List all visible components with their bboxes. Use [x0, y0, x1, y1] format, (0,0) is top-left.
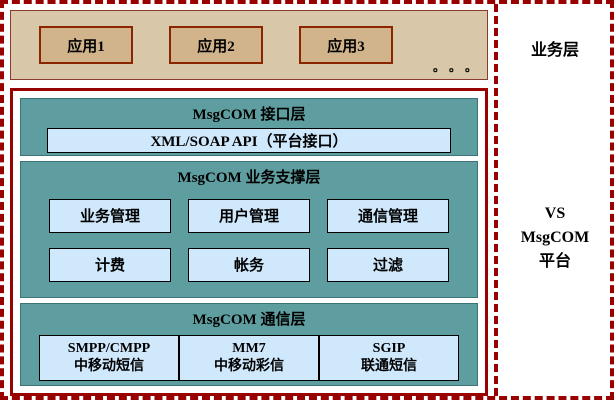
support-layer-section: MsgCOM 业务支撑层 业务管理 用户管理 通信管理 计费 帐务	[20, 160, 478, 298]
vs-label-line-2: MsgCOM	[520, 229, 590, 246]
comm-layer-section: MsgCOM 通信层 SMPP/CMPP 中移动短信 MM7 中移动彩信 SGI…	[20, 302, 478, 386]
support-box-billing: 计费	[49, 247, 171, 282]
comm-box-mm7: MM7 中移动彩信	[179, 334, 319, 381]
business-layer-label: 业务层	[530, 42, 579, 59]
app-box-1-label: 应用1	[67, 38, 105, 55]
interface-layer-title: MsgCOM 接口层	[192, 107, 306, 123]
comm-layer-title: MsgCOM 通信层	[192, 311, 306, 328]
application-layer: 应用1 应用2 应用3 。。。	[10, 10, 488, 80]
support-row-1: 业务管理 用户管理 通信管理	[21, 198, 477, 233]
app-box-1: 应用1	[39, 26, 133, 64]
vs-label-line-3: 平台	[538, 253, 571, 270]
support-layer-title: MsgCOM 业务支撑层	[177, 169, 321, 186]
support-box-label: 业务管理	[79, 209, 140, 226]
support-box-label: 帐务	[233, 258, 264, 275]
support-row-2: 计费 帐务 过滤	[21, 247, 477, 282]
app-box-3-label: 应用3	[327, 38, 365, 55]
comm-row: SMPP/CMPP 中移动短信 MM7 中移动彩信 SGIP 联通短信	[21, 334, 477, 381]
app-box-2: 应用2	[169, 26, 263, 64]
support-box-label: 用户管理	[218, 209, 279, 226]
comm-box-smpp-cmpp: SMPP/CMPP 中移动短信	[39, 334, 179, 381]
support-box-label: 通信管理	[357, 209, 418, 226]
comm-box-sgip: SGIP 联通短信	[319, 334, 459, 381]
support-box-user-mgmt: 用户管理	[188, 198, 310, 233]
app-box-3: 应用3	[299, 26, 393, 64]
comm-box-protocol: SMPP/CMPP	[67, 341, 151, 357]
support-box-label: 计费	[94, 258, 125, 275]
vs-msgcom-platform-label: VS MsgCOM 平台	[498, 202, 610, 274]
support-box-accounting: 帐务	[188, 247, 310, 282]
api-box: XML/SOAP API（平台接口）	[47, 128, 451, 153]
app-box-2-label: 应用2	[197, 38, 235, 55]
api-box-label: XML/SOAP API（平台接口）	[150, 134, 348, 150]
ellipsis-dots: 。。。	[433, 60, 488, 74]
support-box-filtering: 过滤	[327, 247, 449, 282]
support-box-label: 过滤	[372, 258, 403, 275]
support-box-service-mgmt: 业务管理	[49, 198, 171, 233]
comm-box-service: 联通短信	[361, 358, 417, 374]
msgcom-platform-box: MsgCOM 接口层 XML/SOAP API（平台接口） MsgCOM 业务支…	[10, 88, 488, 396]
comm-box-service: 中移动短信	[74, 358, 144, 374]
support-box-comm-mgmt: 通信管理	[327, 198, 449, 233]
comm-box-protocol: MM7	[232, 341, 266, 357]
vs-label-line-1: VS	[544, 205, 566, 222]
interface-layer-section: MsgCOM 接口层 XML/SOAP API（平台接口）	[20, 98, 478, 156]
comm-box-service: 中移动彩信	[214, 358, 284, 374]
dashed-divider	[494, 4, 498, 396]
comm-box-protocol: SGIP	[372, 341, 406, 357]
